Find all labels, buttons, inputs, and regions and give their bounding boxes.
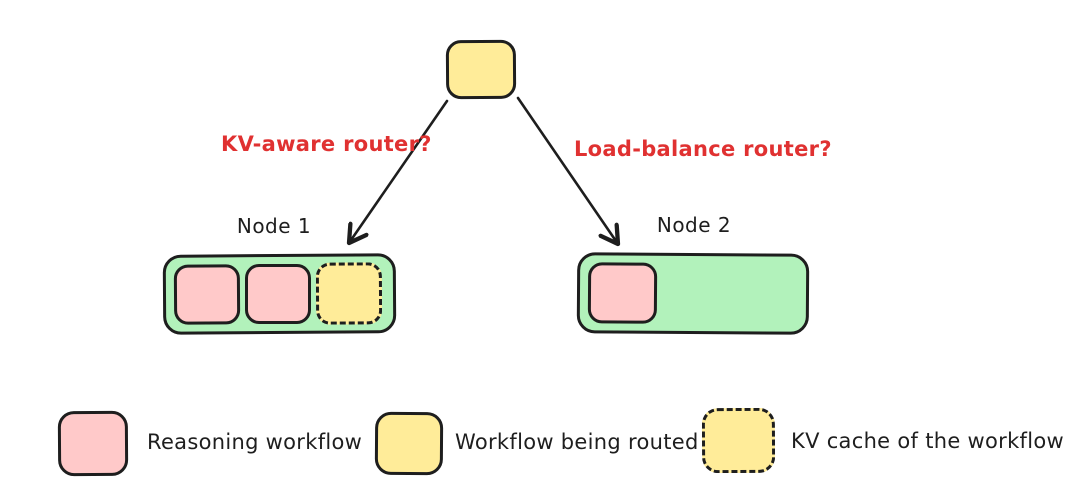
node1-title: Node 1	[236, 214, 312, 238]
legend-label-kv-cache: KV cache of the workflow	[791, 429, 1065, 453]
legend-label-workflow-being-routed: Workflow being routed	[455, 430, 699, 454]
legend-swatch-reasoning-workflow	[57, 410, 129, 477]
workflow-being-routed-box	[445, 39, 517, 100]
node2-container	[576, 252, 810, 335]
reasoning-workflow-slot	[245, 264, 312, 325]
legend-swatch-workflow-being-routed	[374, 411, 444, 476]
reasoning-workflow-slot	[173, 264, 241, 325]
node2-title: Node 2	[656, 213, 732, 237]
legend-label-reasoning-workflow: Reasoning workflow	[147, 430, 363, 454]
reasoning-workflow-slot	[587, 262, 658, 324]
legend-swatch-kv-cache	[701, 407, 776, 474]
load-balance-router-label: Load-balance router?	[574, 137, 832, 161]
node1-container	[162, 253, 397, 335]
kv-cache-slot	[315, 262, 383, 325]
kv-aware-router-label: KV-aware router?	[221, 132, 432, 156]
